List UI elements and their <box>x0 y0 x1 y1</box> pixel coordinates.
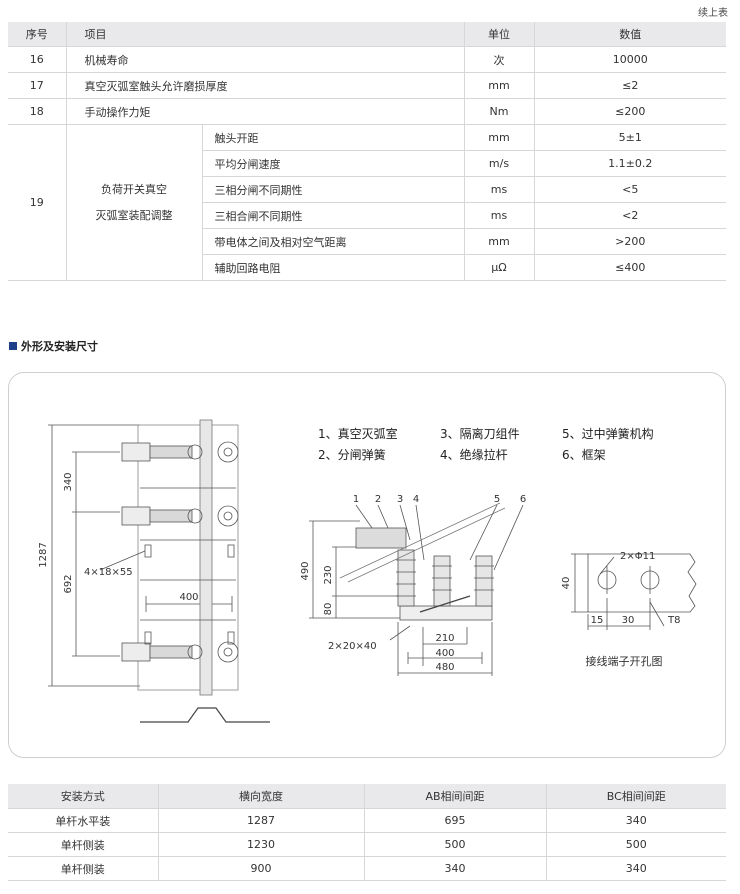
table-row: 单杆侧装 900 340 340 <box>8 856 726 881</box>
mount-cell: 单杆侧装 <box>8 856 158 881</box>
subrow-item: 辅助回路电阻 <box>201 254 464 281</box>
mount-header: 横向宽度 <box>157 784 364 809</box>
header-no: 序号 <box>8 22 66 47</box>
mount-cell: 500 <box>545 832 726 857</box>
table-row: 单杆侧装 1230 500 500 <box>8 832 726 857</box>
group-label-line2: 灭弧室装配调整 <box>95 208 173 222</box>
row-item: 真空灭弧室触头允许磨损厚度 <box>65 72 464 99</box>
mount-cell: 单杆水平装 <box>8 808 158 833</box>
subrow-value: ≤400 <box>533 254 726 281</box>
group-no: 19 <box>8 124 66 281</box>
subrow-unit: ms <box>463 202 534 229</box>
row-no: 18 <box>8 98 66 125</box>
table-row: 19 负荷开关真空 灭弧室装配调整 触头开距 mm 5±1 <box>8 124 726 281</box>
mount-cell: 340 <box>545 856 726 881</box>
subrow-value: >200 <box>533 228 726 255</box>
subrow-unit: ms <box>463 176 534 203</box>
header-item: 项目 <box>65 22 464 47</box>
continued-note: 续上表 <box>698 8 728 19</box>
mount-header: 安装方式 <box>8 784 158 809</box>
mount-cell: 695 <box>363 808 546 833</box>
spec-header-row: 序号 项目 单位 数值 <box>8 22 726 47</box>
mount-cell: 900 <box>157 856 364 881</box>
subrow-unit: mm <box>463 228 534 255</box>
row-value: ≤200 <box>533 98 726 125</box>
subrow-unit: μΩ <box>463 254 534 281</box>
table-row: 单杆水平装 1287 695 340 <box>8 808 726 833</box>
header-value: 数值 <box>533 22 726 47</box>
table-row: 平均分闸速度 m/s 1.1±0.2 <box>8 150 726 177</box>
section-title: 外形及安装尺寸 <box>9 338 98 354</box>
mount-header: BC相间间距 <box>545 784 726 809</box>
table-row: 16 机械寿命 次 10000 <box>8 46 726 73</box>
mount-cell: 1287 <box>157 808 364 833</box>
spec-table: 序号 项目 单位 数值 16 机械寿命 次 10000 17 真空灭弧室触头允许… <box>8 22 726 281</box>
mount-cell: 340 <box>545 808 726 833</box>
row-unit: Nm <box>463 98 534 125</box>
row-item: 手动操作力矩 <box>65 98 464 125</box>
mount-cell: 1230 <box>157 832 364 857</box>
subrow-value: 5±1 <box>533 124 726 151</box>
subrow-item: 触头开距 <box>201 124 464 151</box>
subrow-value: 1.1±0.2 <box>533 150 726 177</box>
mount-table: 安装方式 横向宽度 AB相间间距 BC相间间距 单杆水平装 1287 695 3… <box>8 784 726 881</box>
mount-cell: 单杆侧装 <box>8 832 158 857</box>
section-marker-icon <box>9 342 17 350</box>
subrow-item: 平均分闸速度 <box>201 150 464 177</box>
row-unit: mm <box>463 72 534 99</box>
table-row: 辅助回路电阻 μΩ ≤400 <box>8 254 726 281</box>
subrow-value: <5 <box>533 176 726 203</box>
mount-cell: 500 <box>363 832 546 857</box>
header-unit: 单位 <box>463 22 534 47</box>
table-row: 三相合闸不同期性 ms <2 <box>8 202 726 229</box>
subrow-item: 带电体之间及相对空气距离 <box>201 228 464 255</box>
mount-header-row: 安装方式 横向宽度 AB相间间距 BC相间间距 <box>8 784 726 809</box>
subrow-item: 三相合闸不同期性 <box>201 202 464 229</box>
row-no: 17 <box>8 72 66 99</box>
mount-header: AB相间间距 <box>363 784 546 809</box>
table-row: 18 手动操作力矩 Nm ≤200 <box>8 98 726 125</box>
table-row: 带电体之间及相对空气距离 mm >200 <box>8 228 726 255</box>
subrow-unit: m/s <box>463 150 534 177</box>
subrow-item: 三相分闸不同期性 <box>201 176 464 203</box>
mount-cell: 340 <box>363 856 546 881</box>
subrow-unit: mm <box>463 124 534 151</box>
row-unit: 次 <box>463 46 534 73</box>
row-item: 机械寿命 <box>65 46 464 73</box>
dimension-drawing-panel <box>8 372 726 758</box>
section-title-text: 外形及安装尺寸 <box>21 340 98 353</box>
row-value: 10000 <box>533 46 726 73</box>
subrow-value: <2 <box>533 202 726 229</box>
row-no: 16 <box>8 46 66 73</box>
group-label: 负荷开关真空 灭弧室装配调整 <box>65 124 202 281</box>
table-row: 三相分闸不同期性 ms <5 <box>8 176 726 203</box>
group-label-line1: 负荷开关真空 <box>101 182 167 196</box>
row-value: ≤2 <box>533 72 726 99</box>
table-row: 17 真空灭弧室触头允许磨损厚度 mm ≤2 <box>8 72 726 99</box>
